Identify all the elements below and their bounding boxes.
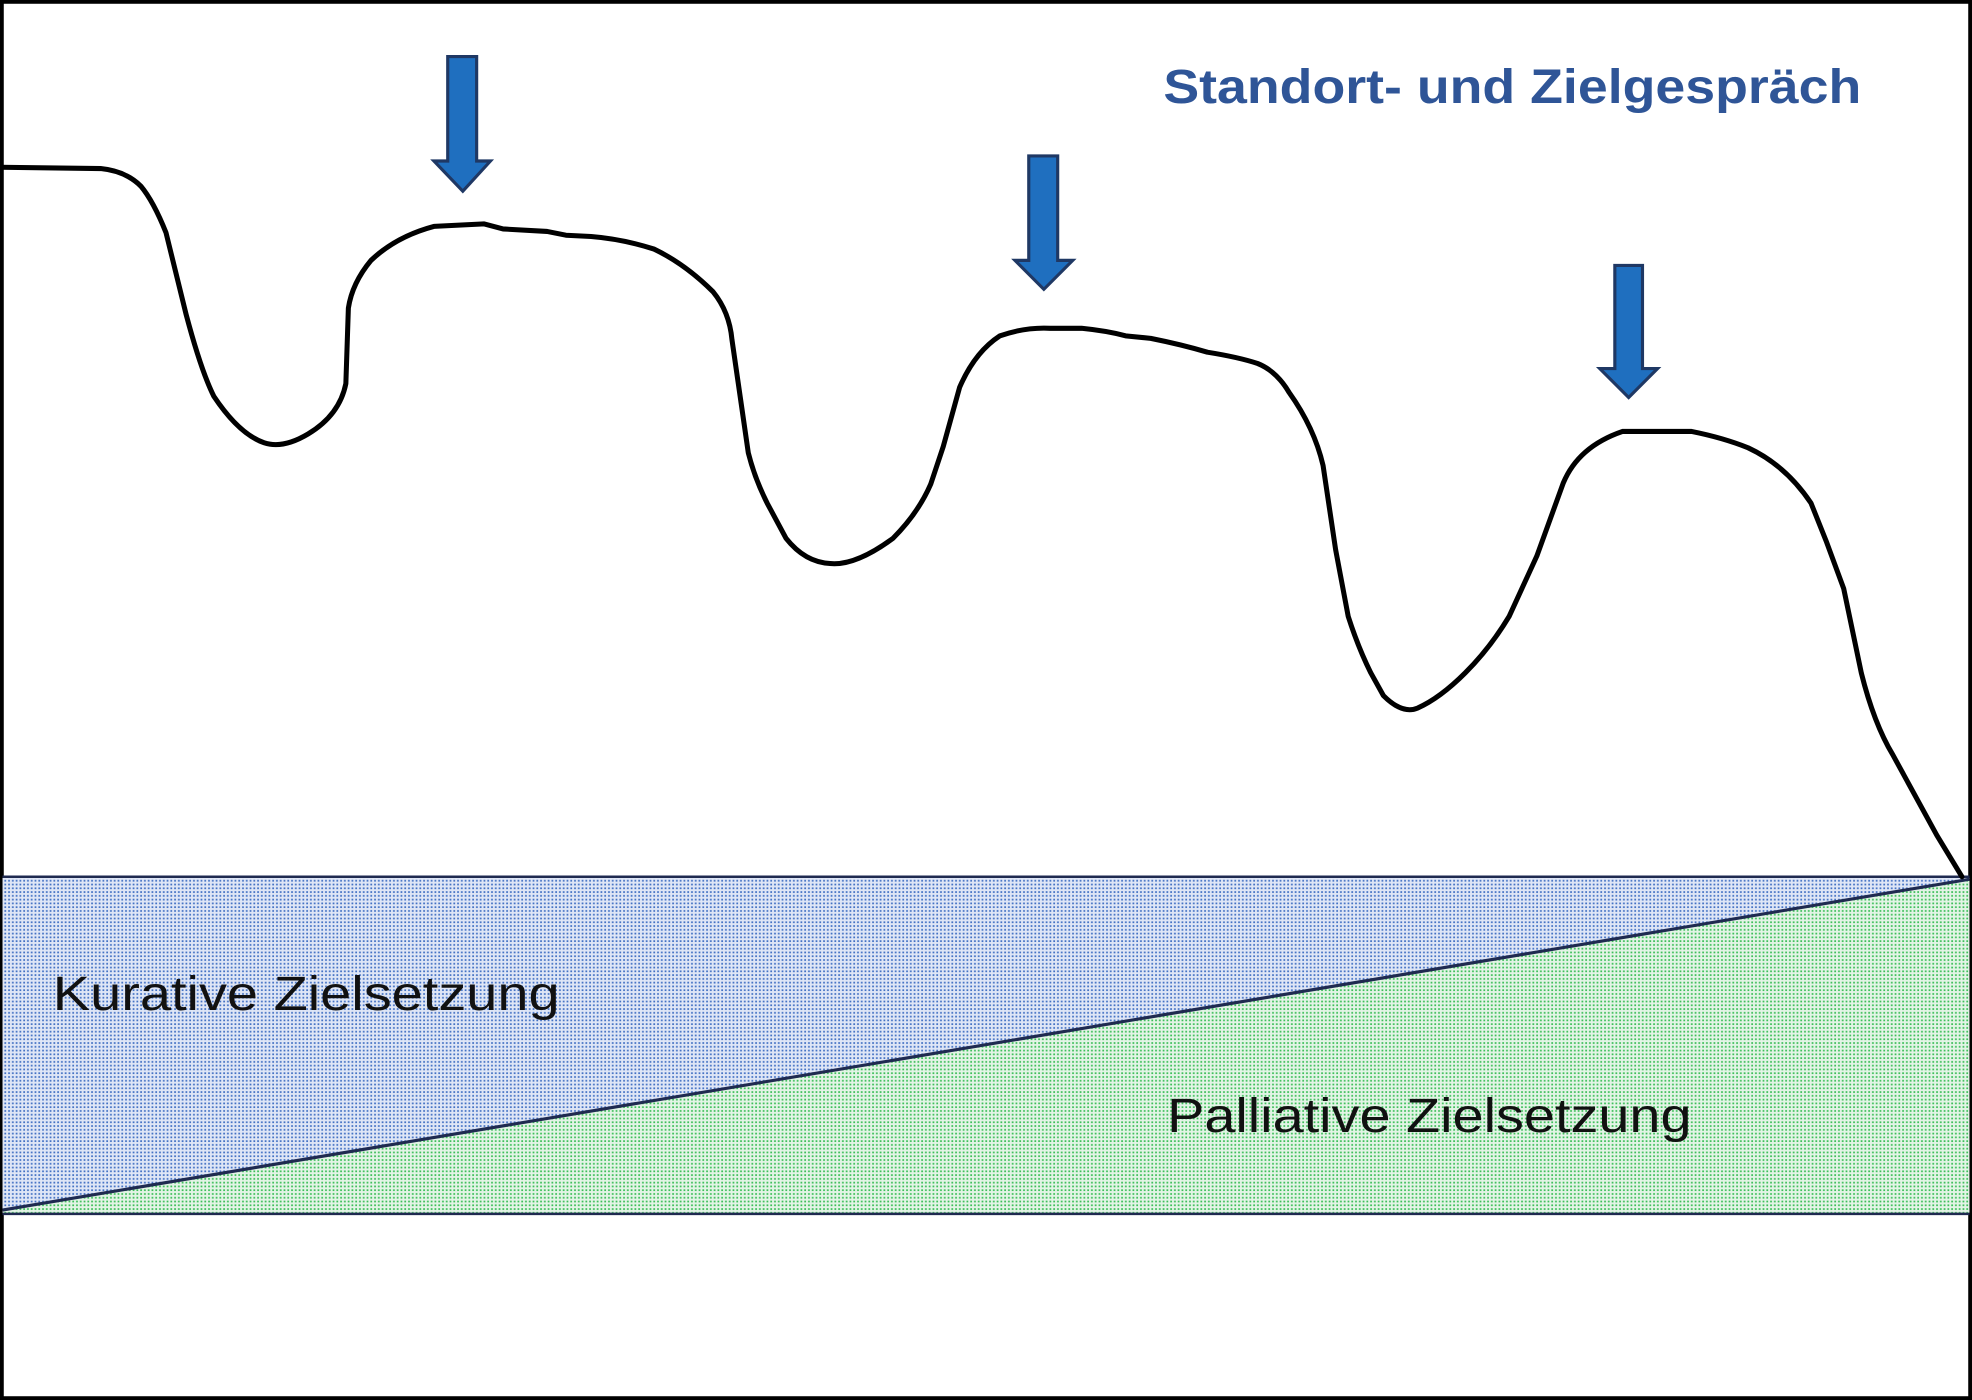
conversation-markers [430,55,1662,400]
health-curve [0,164,1965,880]
palliative-label: Palliative Zielsetzung [1167,1090,1691,1143]
down-arrow-icon [430,55,495,194]
diagram-title: Standort- und Zielgespräch [1163,61,1861,114]
goal-band: Kurative Zielsetzung Palliative Zielsetz… [2,875,1970,1216]
divider-line [2,877,1970,1212]
down-arrow-icon [1595,263,1662,400]
down-arrow-icon [1011,154,1077,292]
curative-label: Kurative Zielsetzung [53,968,560,1021]
